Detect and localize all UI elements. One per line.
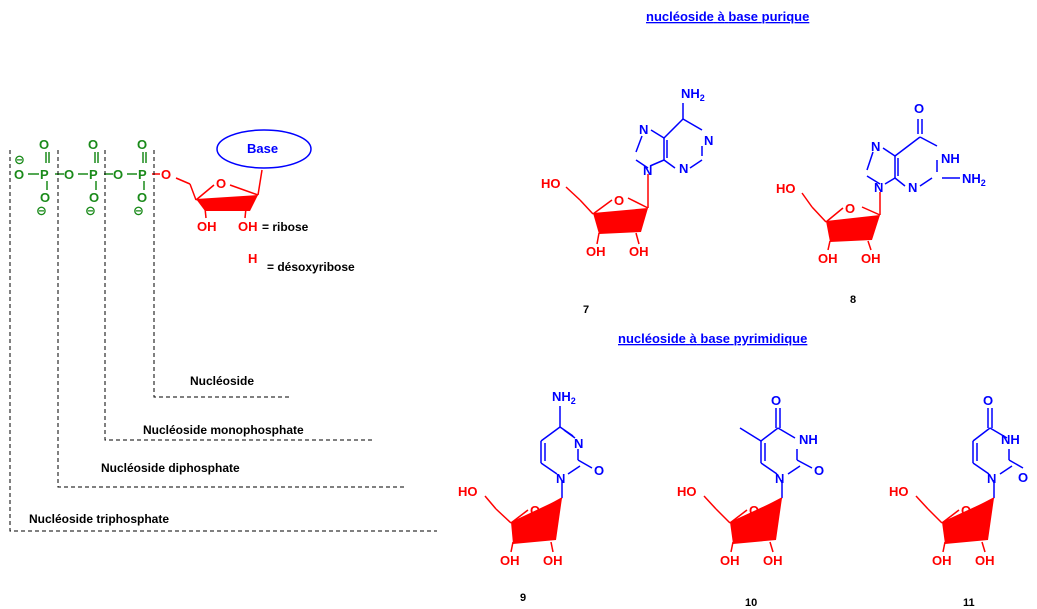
phosphate-o-top-2: O xyxy=(88,137,98,152)
svg-text:N: N xyxy=(679,161,688,176)
hydrogen-label: H xyxy=(248,251,257,266)
compound-10: O NH O N HO O OH OH 10 xyxy=(677,393,824,609)
ribose-oh-2prime: OH xyxy=(238,219,258,234)
heading-pyrimidine: nucléoside à base pyrimidique xyxy=(618,331,807,346)
bracket-label-triphosphate: Nucléoside triphosphate xyxy=(29,512,169,526)
svg-text:O: O xyxy=(914,101,924,116)
svg-text:HO: HO xyxy=(458,484,478,499)
compound-8: O NH N NH2 N N HO O OH OH 8 xyxy=(776,101,986,306)
svg-text:NH2: NH2 xyxy=(552,389,576,406)
svg-text:N: N xyxy=(556,471,565,486)
svg-text:NH: NH xyxy=(941,151,960,166)
phosphorus-1: P xyxy=(40,167,49,182)
compound-7-number: 7 xyxy=(583,304,589,316)
svg-text:OH: OH xyxy=(500,553,520,568)
charge-minus-4: ⊖ xyxy=(133,203,144,218)
brackets xyxy=(9,150,437,532)
svg-text:N: N xyxy=(574,436,583,451)
compound-9-number: 9 xyxy=(520,592,526,604)
svg-text:OH: OH xyxy=(586,244,606,259)
ribose-label: = ribose xyxy=(262,220,309,234)
phosphate-o-bridge-2: O xyxy=(113,167,123,182)
compound-8-number: 8 xyxy=(850,294,856,306)
phosphate-o-bottom-1: O xyxy=(40,190,50,205)
svg-text:N: N xyxy=(704,133,713,148)
phosphate-o-bottom-3: O xyxy=(137,190,147,205)
phosphate-o-bottom-2: O xyxy=(89,190,99,205)
phosphorus-2: P xyxy=(89,167,98,182)
svg-text:O: O xyxy=(771,393,781,408)
svg-text:N: N xyxy=(908,180,917,195)
phosphate-o-terminal: O xyxy=(14,167,24,182)
svg-text:O: O xyxy=(749,503,759,518)
svg-text:N: N xyxy=(871,139,880,154)
svg-text:OH: OH xyxy=(818,251,838,266)
svg-text:N: N xyxy=(643,163,652,178)
bracket-label-monophosphate: Nucléoside monophosphate xyxy=(143,423,304,437)
svg-text:O: O xyxy=(961,503,971,518)
phosphate-o-top-1: O xyxy=(39,137,49,152)
bracket-label-diphosphate: Nucléoside diphosphate xyxy=(101,461,240,475)
ribose-ring xyxy=(152,169,263,219)
svg-text:OH: OH xyxy=(975,553,995,568)
phosphate-o-top-3: O xyxy=(137,137,147,152)
svg-text:HO: HO xyxy=(889,484,909,499)
compound-7: NH2 N N N N HO O OH OH 7 xyxy=(541,86,713,316)
svg-text:O: O xyxy=(594,463,604,478)
compound-11: O NH O N HO O OH OH 11 xyxy=(889,393,1028,609)
svg-text:NH2: NH2 xyxy=(962,171,986,188)
heading-purine: nucléoside à base purique xyxy=(646,9,809,24)
charge-minus-2: ⊖ xyxy=(36,203,47,218)
svg-text:O: O xyxy=(845,201,855,216)
charge-minus-1: ⊖ xyxy=(14,152,25,167)
compound-9: NH2 N O N HO O OH OH 9 xyxy=(458,389,604,604)
compound-11-number: 11 xyxy=(963,597,975,609)
general-nucleotide: O O O O P O P O P O O O ⊖ ⊖ ⊖ ⊖ xyxy=(14,129,355,274)
svg-text:OH: OH xyxy=(543,553,563,568)
svg-text:N: N xyxy=(775,471,784,486)
svg-text:N: N xyxy=(874,180,883,195)
ribose-oh-3prime: OH xyxy=(197,219,217,234)
svg-text:OH: OH xyxy=(720,553,740,568)
svg-text:N: N xyxy=(639,122,648,137)
base-ellipse xyxy=(216,129,312,169)
ribose-ring-o: O xyxy=(216,176,226,191)
compound-10-number: 10 xyxy=(745,597,757,609)
svg-text:NH: NH xyxy=(1001,432,1020,447)
ribose-bold-bond xyxy=(196,195,258,211)
svg-text:OH: OH xyxy=(763,553,783,568)
svg-text:O: O xyxy=(614,193,624,208)
deoxyribose-label: = désoxyribose xyxy=(267,260,355,274)
svg-text:O: O xyxy=(1018,470,1028,485)
phosphate-o-bridge-1: O xyxy=(64,167,74,182)
svg-text:N: N xyxy=(987,471,996,486)
svg-text:O: O xyxy=(814,463,824,478)
svg-text:OH: OH xyxy=(861,251,881,266)
svg-text:HO: HO xyxy=(677,484,697,499)
svg-text:HO: HO xyxy=(541,176,561,191)
charge-minus-3: ⊖ xyxy=(85,203,96,218)
phosphorus-3: P xyxy=(138,167,147,182)
svg-text:O: O xyxy=(983,393,993,408)
svg-text:HO: HO xyxy=(776,181,796,196)
svg-text:NH2: NH2 xyxy=(681,86,705,103)
base-label: Base xyxy=(247,141,278,156)
phosphate-chain xyxy=(28,152,147,190)
ribose-o-5prime: O xyxy=(161,167,171,182)
svg-text:OH: OH xyxy=(932,553,952,568)
svg-text:NH: NH xyxy=(799,432,818,447)
svg-text:O: O xyxy=(530,503,540,518)
svg-text:OH: OH xyxy=(629,244,649,259)
bracket-label-nucleoside: Nucléoside xyxy=(190,374,254,388)
